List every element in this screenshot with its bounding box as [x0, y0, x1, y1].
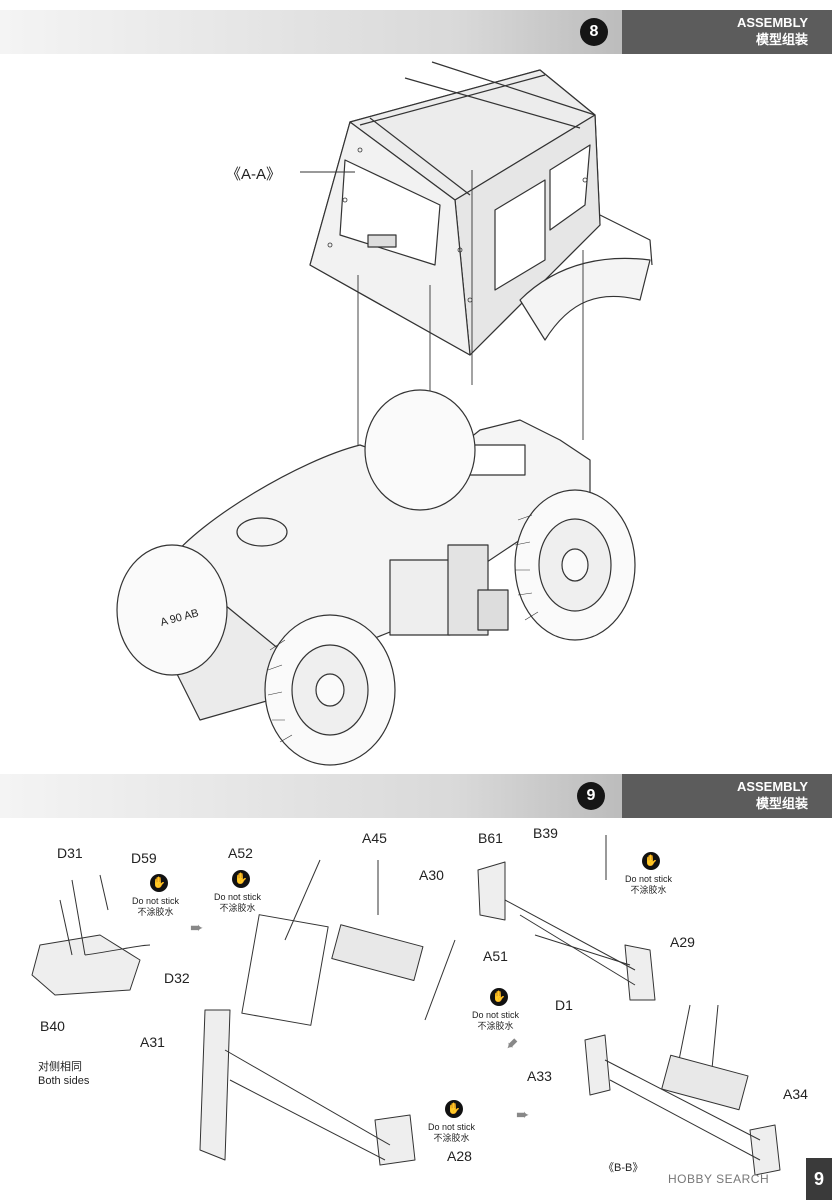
step-8-title-en: ASSEMBLY: [736, 15, 808, 30]
warning-5: Do not stick 不涂胶水: [428, 1122, 475, 1144]
warning-3: Do not stick 不涂胶水: [625, 874, 672, 896]
step-9-number: 9: [577, 782, 605, 810]
warning-1-en: Do not stick: [132, 896, 180, 906]
part-b61: B61: [478, 830, 503, 846]
part-d32: D32: [164, 970, 190, 986]
warning-1: Do not stick 不涂胶水: [132, 896, 179, 918]
warning-5-en: Do not stick: [428, 1122, 476, 1132]
both-sides-zh: 对侧相同: [38, 1061, 82, 1073]
step-9-title-zh: 模型组装: [755, 796, 808, 811]
part-d1: D1: [555, 997, 573, 1013]
part-a28: A28: [447, 1148, 472, 1164]
no-glue-icon: ✋: [642, 852, 660, 870]
no-glue-icon: ✋: [232, 870, 250, 888]
warning-2: Do not stick 不涂胶水: [214, 892, 261, 914]
part-d59: D59: [131, 850, 157, 866]
page-number: 9: [806, 1158, 832, 1200]
warning-3-en: Do not stick: [625, 874, 673, 884]
callout-a-a: 《A-A》: [226, 166, 282, 183]
warning-4-en: Do not stick: [472, 1010, 520, 1020]
no-glue-icon: ✋: [150, 874, 168, 892]
cabin-illustration: [309, 61, 653, 356]
step-8-title: ASSEMBLY 模型组装: [622, 10, 832, 54]
part-a29: A29: [670, 934, 695, 950]
warning-2-en: Do not stick: [214, 892, 262, 902]
step-9-header: 9 ASSEMBLY 模型组装: [0, 774, 832, 818]
step-9-title-en: ASSEMBLY: [736, 779, 808, 794]
hobby-search-logo: HOBBY SEARCH: [668, 1172, 770, 1186]
step-8-title-zh: 模型组装: [755, 32, 808, 47]
part-a34: A34: [783, 1086, 808, 1102]
part-a33: A33: [527, 1068, 552, 1084]
part-d31: D31: [57, 845, 83, 861]
no-glue-icon: ✋: [490, 988, 508, 1006]
both-sides-en: Both sides: [38, 1075, 90, 1087]
direction-arrow-icon: ➨: [190, 920, 204, 937]
warning-2-zh: 不涂胶水: [219, 903, 256, 913]
warning-3-zh: 不涂胶水: [630, 885, 667, 895]
warning-4-zh: 不涂胶水: [477, 1021, 514, 1031]
part-b40: B40: [40, 1018, 65, 1034]
step-9-title: ASSEMBLY 模型组装: [622, 774, 832, 818]
warning-4: Do not stick 不涂胶水: [472, 1010, 519, 1032]
section-b-b: 《B-B》: [603, 1162, 644, 1174]
part-a45: A45: [362, 830, 387, 846]
part-a30: A30: [419, 867, 444, 883]
step-8-header: 8 ASSEMBLY 模型组装: [0, 10, 832, 54]
step-9-illustrations: [31, 835, 781, 1176]
part-a52: A52: [228, 845, 253, 861]
both-sides-note: 对侧相同 Both sides: [38, 1060, 89, 1088]
no-glue-icon: ✋: [445, 1100, 463, 1118]
part-b39: B39: [533, 825, 558, 841]
wheels-illustration: [116, 389, 636, 766]
part-a51: A51: [483, 948, 508, 964]
warning-5-zh: 不涂胶水: [433, 1133, 470, 1143]
part-a31: A31: [140, 1034, 165, 1050]
warning-1-zh: 不涂胶水: [137, 907, 174, 917]
direction-arrow-icon: ➨: [516, 1107, 530, 1124]
step-8-number: 8: [580, 18, 608, 46]
